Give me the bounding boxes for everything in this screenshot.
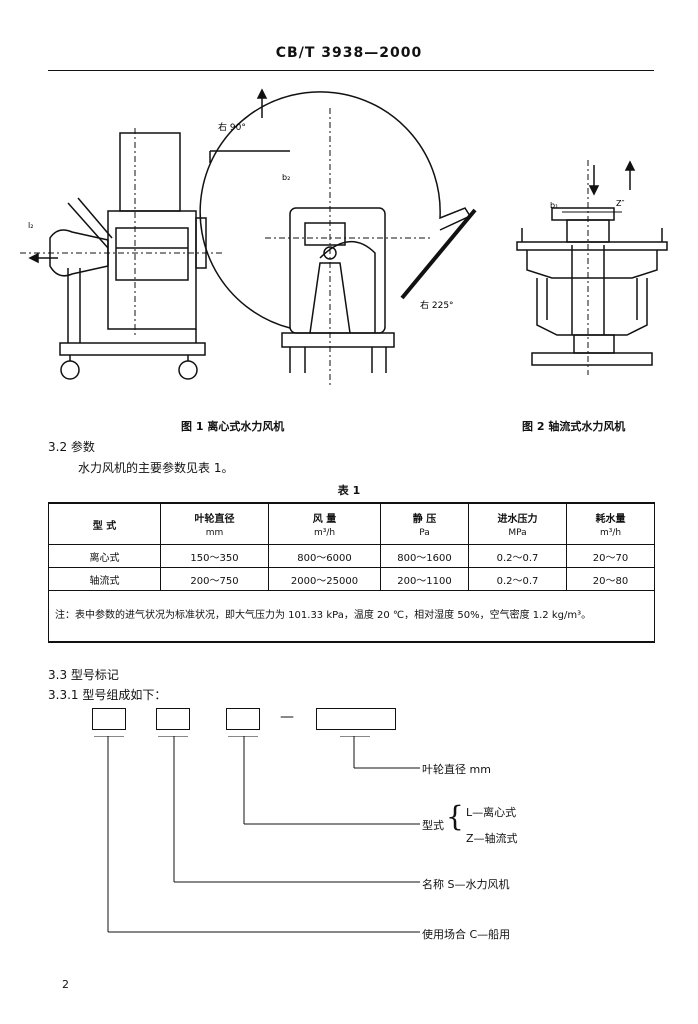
- label-b2: b₂: [282, 173, 290, 182]
- table-1-title: 表 1: [337, 484, 361, 497]
- label-right-225: 右 225°: [420, 299, 454, 311]
- table-note-row: 注：表中参数的进气状况为标准状况，即大气压力为 101.33 kPa，温度 20…: [48, 590, 655, 643]
- section-3-3-1-heading: 3.3.1 型号组成如下：: [48, 688, 167, 702]
- motor-housing: [119, 132, 181, 212]
- label-right-90: 右 90°: [218, 121, 246, 133]
- label-l2: l₂: [28, 221, 33, 230]
- table-note: 注：表中参数的进气状况为标准状况，即大气压力为 101.33 kPa，温度 20…: [48, 590, 655, 643]
- document-header: CB/T 3938—2000: [275, 45, 423, 61]
- header-rule: [48, 70, 654, 71]
- code-dash: —: [280, 709, 294, 725]
- type-brace: {: [446, 800, 464, 833]
- page-number: 2: [62, 978, 69, 991]
- label-z: Z″: [616, 199, 624, 208]
- type-label: 型式: [422, 819, 444, 832]
- model-connector-lines: [94, 736, 420, 933]
- figure-1-caption: 图 1 离心式水力风机: [181, 420, 285, 433]
- col-type: 型 式: [48, 502, 161, 545]
- code-box-impeller: [316, 708, 396, 730]
- figure-2-caption: 图 2 轴流式水力风机: [522, 420, 626, 433]
- table-row: 离心式 150～350 800～6000 800～1600 0.2～0.7 20…: [48, 544, 655, 568]
- code-box-usage: [92, 708, 126, 730]
- name-label: 名称 S—水力风机: [422, 878, 510, 891]
- usage-label: 使用场合 C—船用: [422, 928, 511, 941]
- type-option-z: Z—轴流式: [466, 832, 518, 845]
- type-option-l: L—离心式: [466, 806, 517, 819]
- label-b1: b₁: [550, 201, 558, 210]
- table-row: 轴流式 200～750 2000～25000 200～1100 0.2～0.7 …: [48, 567, 655, 591]
- impeller-diameter-label: 叶轮直径 mm: [422, 763, 491, 776]
- section-3-3-heading: 3.3 型号标记: [48, 668, 119, 682]
- figure-1-drawing: 右 90° 右 225° b₂ l₂: [20, 88, 477, 388]
- code-box-type: [226, 708, 260, 730]
- figure-2-drawing: b₁ Z″: [516, 160, 668, 375]
- section-3-2-text: 水力风机的主要参数见表 1。: [78, 461, 234, 475]
- section-3-2-heading: 3.2 参数: [48, 440, 95, 454]
- code-box-name: [156, 708, 190, 730]
